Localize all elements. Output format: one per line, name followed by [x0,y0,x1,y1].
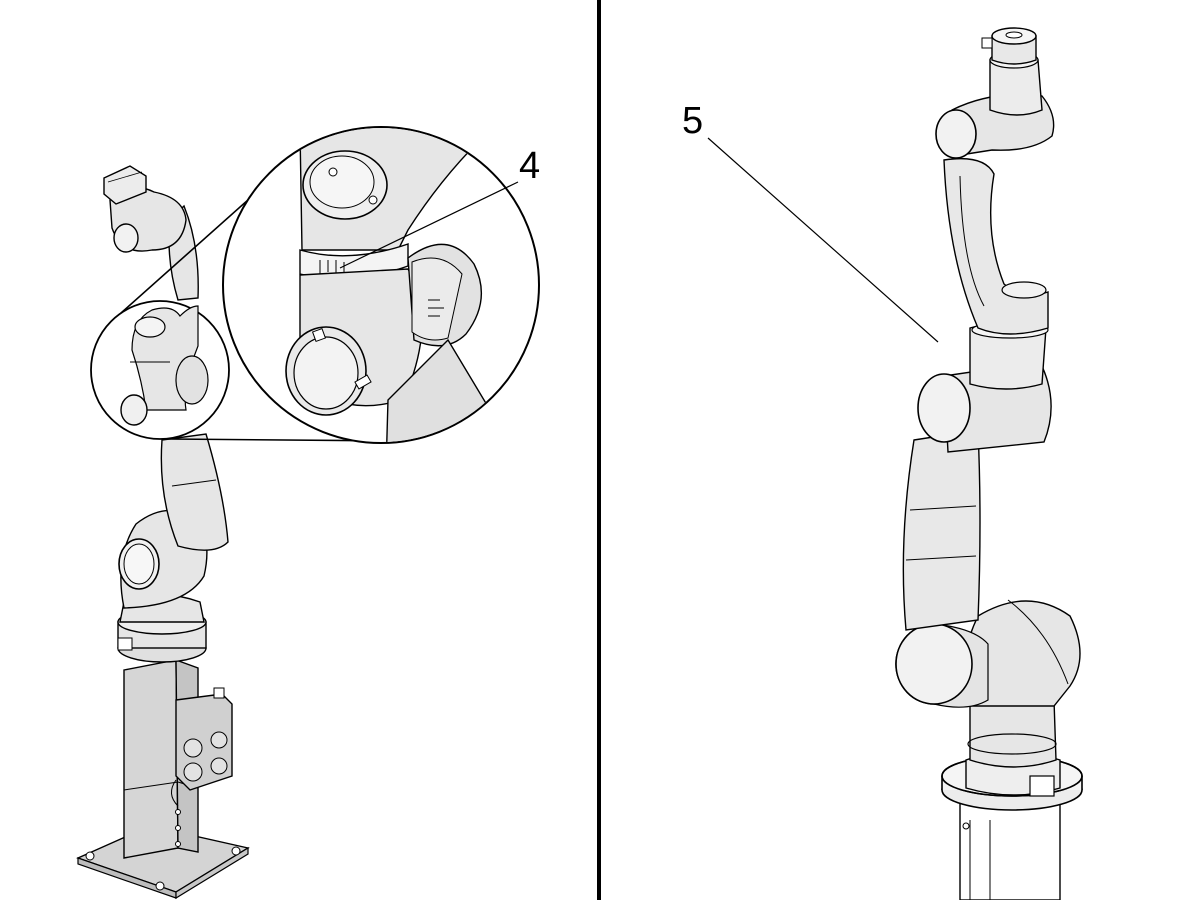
robot-upper-arm [943,157,1049,335]
robot-base-joint [967,699,1057,768]
left-panel: 4 [76,126,540,900]
callout-4-label: 4 [519,145,540,187]
callout-5: 5 [682,100,939,343]
robot-lower-arm [160,433,229,551]
robot-base-joint [117,594,207,663]
robot-lower-arm [902,429,981,631]
robot-base-flange [941,751,1083,900]
callout-5-label: 5 [682,100,703,142]
small-detail-circle [90,300,230,440]
right-panel: 5 [682,27,1083,900]
large-detail-circle [222,126,540,444]
callout-5-leader [707,137,939,343]
robot-tool-flange [981,27,1037,65]
robot-shoulder-joint [895,599,1081,708]
robot-elbow-joint [917,321,1052,453]
pedestal [76,658,250,900]
callout-4-leader [339,181,519,269]
robot-wrist [103,165,187,253]
robot-wrist [935,51,1055,159]
callout-4: 4 [339,145,540,269]
